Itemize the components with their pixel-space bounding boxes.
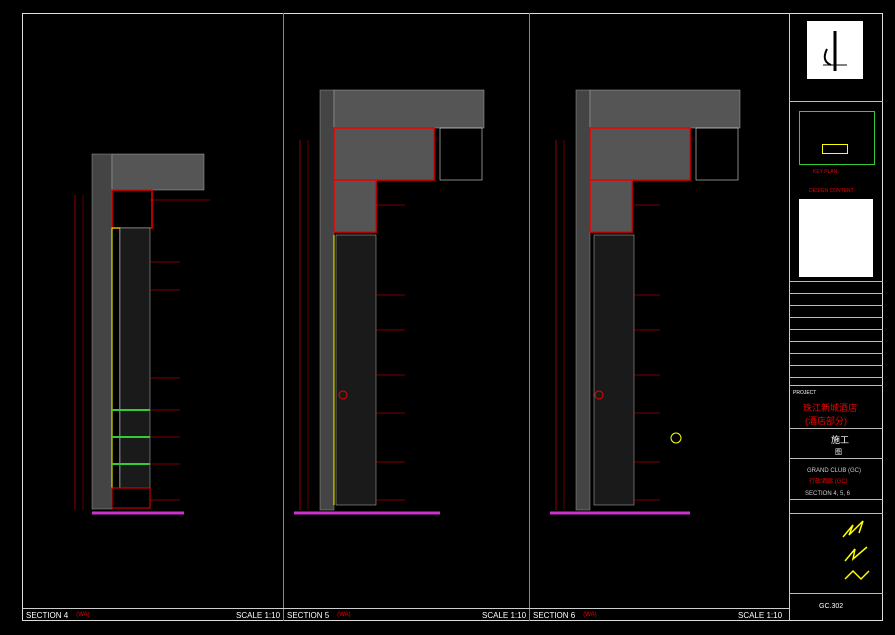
- key-plan-subtitle: DESIGN CONTENT: [809, 188, 854, 194]
- company-logo: [807, 21, 863, 79]
- panel-divider: [529, 13, 530, 621]
- drawing-title-cn: 行政酒廊 (GC): [809, 479, 848, 485]
- drawing-title: GRAND CLUB (GC): [807, 468, 862, 474]
- section-6-label: SECTION 6 (WA): [533, 609, 597, 621]
- section-6-note: (WA): [583, 612, 597, 618]
- section-6-title: SECTION 6: [533, 610, 576, 620]
- section-4-title: SECTION 4: [26, 610, 69, 620]
- stage-label-sub: 图: [835, 449, 842, 456]
- section-4-scale: SCALE 1:10: [236, 610, 281, 620]
- project-name: 珠江新城酒店: [803, 403, 858, 413]
- section-6-scale: SCALE 1:10: [738, 610, 783, 620]
- section-5-scale: SCALE 1:10: [482, 610, 527, 620]
- section-5-title: SECTION 5: [287, 610, 330, 620]
- stage-label: 施工: [831, 435, 850, 445]
- title-block: KEY PLAN DESIGN CONTENT PROJECT 珠江新城酒店 (…: [789, 13, 883, 621]
- drawing-number: GC.302: [819, 603, 844, 610]
- panel-divider: [283, 13, 284, 621]
- section-6-drawing: [550, 89, 741, 515]
- section-5-label: SECTION 5 (WA): [287, 609, 351, 621]
- section-5-note: (WA): [337, 612, 351, 618]
- signature-icon: [842, 520, 870, 581]
- section-4-label: SECTION 4 (WA): [26, 609, 90, 621]
- logo-mark-icon: [823, 31, 847, 71]
- key-plan-title: KEY PLAN: [813, 169, 838, 175]
- section-4-drawing: [74, 153, 210, 515]
- project-label: PROJECT: [793, 390, 817, 396]
- section-4-note: (WA): [76, 612, 90, 618]
- drawing-subtitle: SECTION 4, 5, 6: [805, 491, 851, 497]
- section-5-drawing: [294, 89, 485, 515]
- project-name-sub: (酒店部分): [805, 416, 847, 426]
- label-strip-line: [22, 608, 789, 609]
- key-plan-image: [799, 111, 875, 165]
- general-notes-block: [799, 199, 873, 277]
- signature-area: [839, 513, 883, 593]
